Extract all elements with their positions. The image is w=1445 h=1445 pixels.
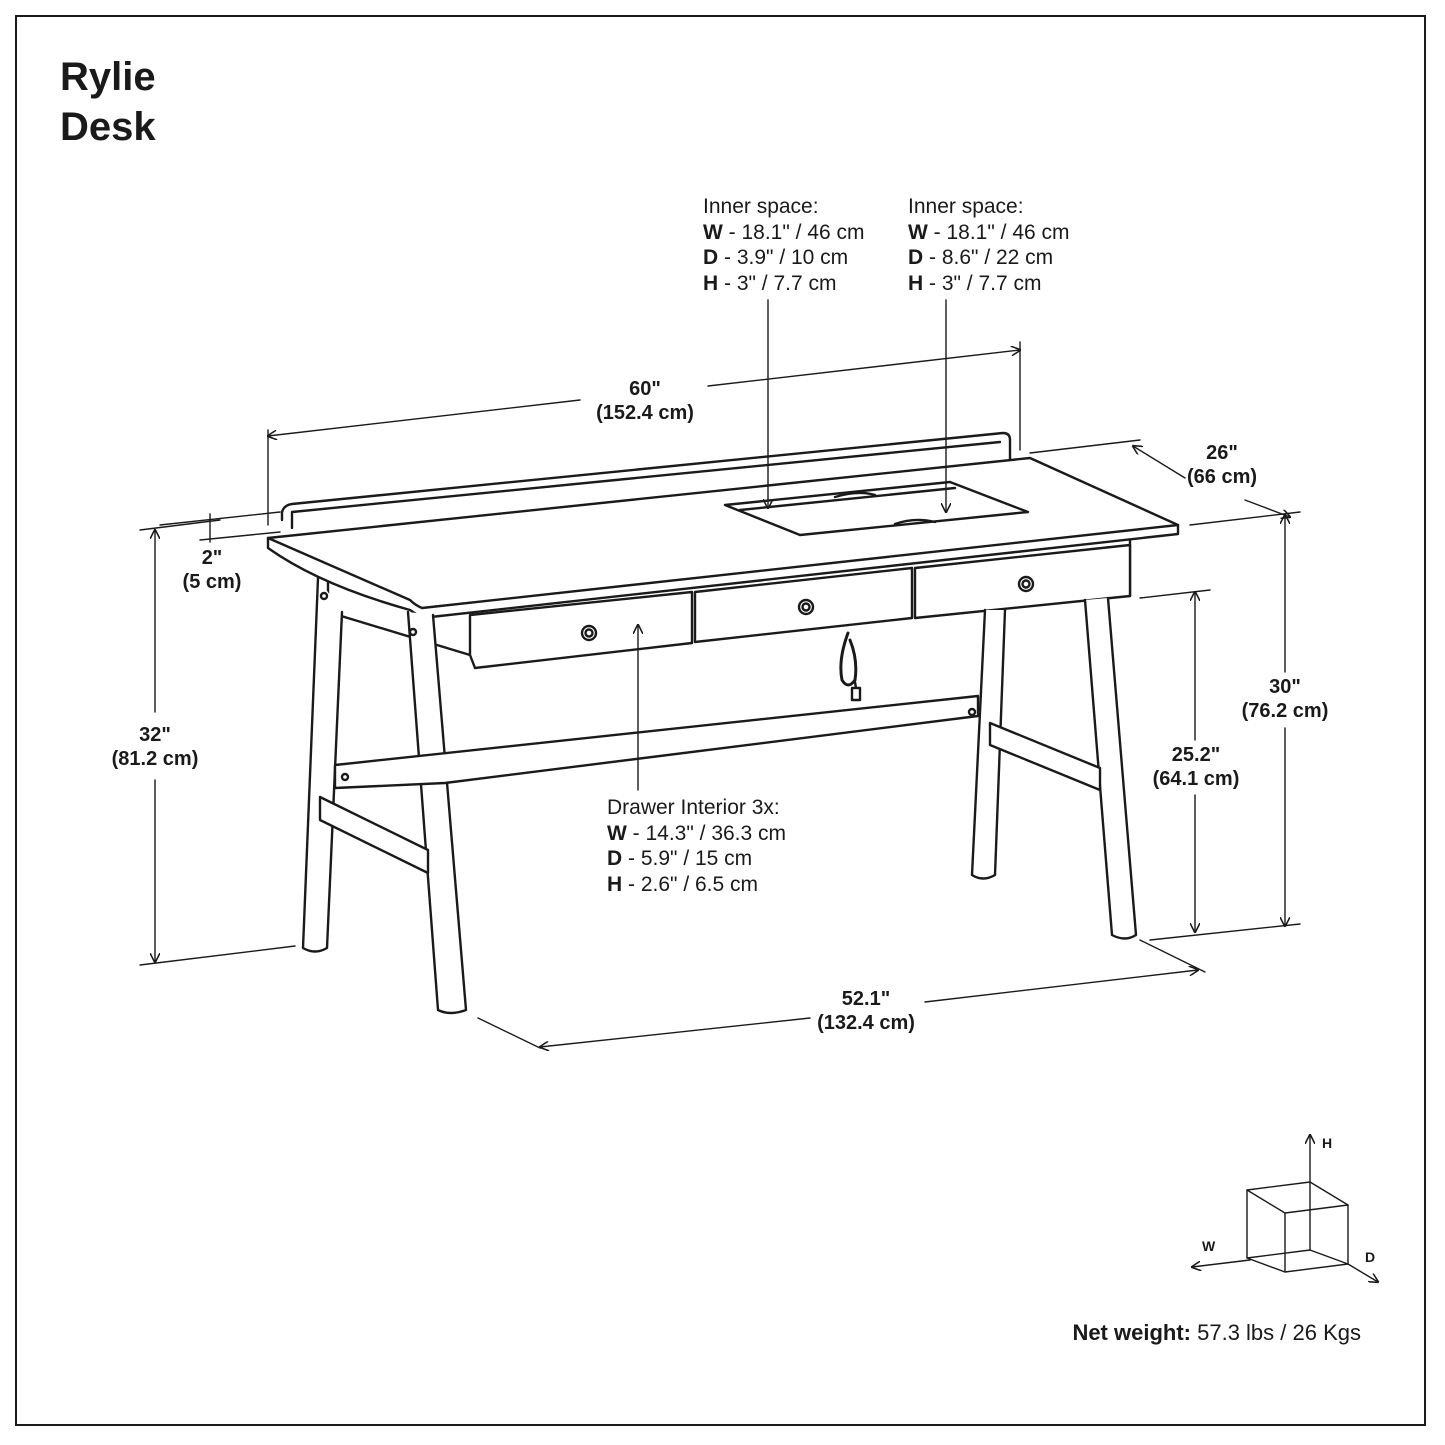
dimension-knee-height-cm: (64.1 cm) (1152, 768, 1240, 790)
dimension-depth-cm: (66 cm) (1186, 466, 1258, 488)
inner-space-left-spec: Inner space: W - 18.1" / 46 cm D - 3.9" … (703, 194, 865, 296)
dimension-overall-height: 32" (81.2 cm) (100, 723, 210, 771)
axis-label-width: W (1202, 1238, 1216, 1254)
height-value: - 2.6" / 6.5 cm (622, 872, 759, 896)
dimension-desk-height: 30" (76.2 cm) (1232, 675, 1338, 723)
dimension-backsplash: 2" (5 cm) (172, 546, 252, 594)
width-key: W (703, 220, 723, 244)
title-line-2: Desk (60, 105, 156, 149)
leg-back-left (301, 576, 344, 953)
dimension-backsplash-in: 2" (201, 547, 223, 569)
depth-key: D (908, 246, 924, 269)
inner-space-left-heading: Inner space: (703, 195, 819, 218)
width-key: W (908, 220, 928, 244)
dimension-width-cm: (152.4 cm) (596, 402, 694, 424)
drawer-interior-spec: Drawer Interior 3x: W - 14.3" / 36.3 cm … (607, 795, 786, 897)
drawer-center (693, 566, 914, 644)
depth-value: - 3.9" / 10 cm (718, 246, 849, 269)
dimension-depth: 26" (66 cm) (1178, 441, 1266, 489)
dimension-width-top: 60" (152.4 cm) (590, 377, 700, 425)
inner-space-right-spec: Inner space: W - 18.1" / 46 cm D - 8.6" … (908, 194, 1070, 296)
axis-label-depth: D (1365, 1249, 1376, 1265)
backsplash (280, 431, 1012, 530)
height-value: - 3" / 7.7 cm (923, 271, 1042, 295)
diagram-frame (15, 15, 1426, 1426)
width-key: W (607, 821, 627, 845)
height-value: - 3" / 7.7 cm (718, 271, 837, 295)
top-storage-panel (723, 480, 1030, 537)
dimension-backsplash-cm: (5 cm) (182, 571, 242, 593)
net-weight: Net weight: 57.3 lbs / 26 Kgs (1072, 1320, 1361, 1346)
dimension-leg-span: 52.1" (132.4 cm) (810, 987, 922, 1035)
leg-front-left (406, 610, 468, 1015)
title-line-1: Rylie (60, 55, 156, 99)
drawer-right (913, 543, 1132, 620)
dimension-leg-span-cm: (132.4 cm) (817, 1012, 915, 1034)
dimension-overall-height-cm: (81.2 cm) (111, 748, 199, 770)
stretchers (318, 694, 1102, 875)
depth-key: D (703, 246, 719, 269)
dimension-depth-in: 26" (1206, 442, 1238, 464)
dimension-desk-height-in: 30" (1269, 676, 1301, 698)
inner-space-right-heading: Inner space: (908, 195, 1024, 218)
dimension-lines (139, 299, 1301, 1048)
drawer-left (468, 590, 694, 670)
depth-value: - 5.9" / 15 cm (622, 847, 753, 870)
dimension-overall-height-in: 32" (139, 724, 171, 746)
axis-cube-icon (1192, 1135, 1378, 1282)
dimension-desk-height-cm: (76.2 cm) (1241, 700, 1329, 722)
net-weight-value: 57.3 lbs / 26 Kgs (1191, 1320, 1361, 1345)
net-weight-label: Net weight: (1072, 1320, 1191, 1345)
leg-front-right (1083, 596, 1138, 940)
depth-value: - 8.6" / 22 cm (923, 246, 1054, 269)
leg-back-right (970, 608, 1007, 880)
width-value: - 18.1" / 46 cm (722, 220, 865, 244)
dimension-knee-height-in: 25.2" (1171, 744, 1221, 766)
dimension-width-in: 60" (629, 378, 661, 400)
height-key: H (607, 872, 623, 896)
power-cord (839, 631, 862, 702)
drawer-interior-heading: Drawer Interior 3x: (607, 796, 780, 819)
dimension-leg-span-in: 52.1" (841, 988, 891, 1010)
height-key: H (908, 271, 924, 295)
axis-label-height: H (1322, 1135, 1333, 1151)
product-title: Rylie Desk (60, 52, 156, 152)
height-key: H (703, 271, 719, 295)
width-value: - 18.1" / 46 cm (927, 220, 1070, 244)
width-value: - 14.3" / 36.3 cm (626, 821, 787, 845)
depth-key: D (607, 847, 623, 870)
dimension-knee-height: 25.2" (64.1 cm) (1143, 743, 1249, 791)
